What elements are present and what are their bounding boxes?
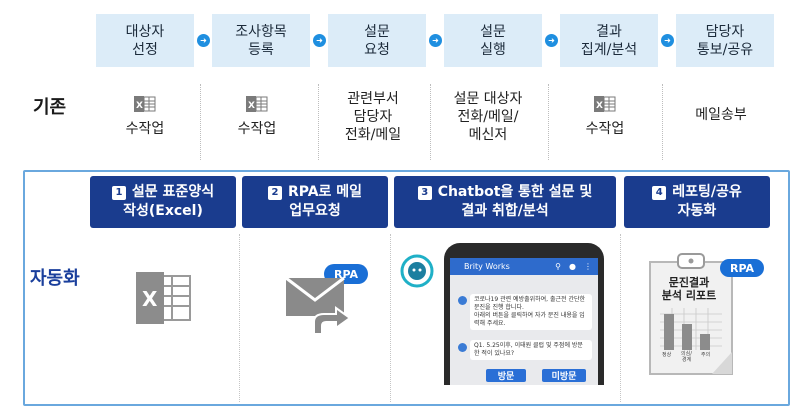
bar-label-caution: 주의 — [701, 352, 711, 358]
step-number: 3 — [417, 186, 432, 200]
divider — [662, 84, 663, 160]
legacy-cell-text: 수작업 — [237, 121, 277, 137]
legacy-cell-6: 메일송부 — [668, 86, 774, 158]
legacy-cell-1: X 수작업 — [96, 86, 194, 158]
app-bar: Brity Works ⚲ ● ⋮ — [450, 258, 598, 275]
arrow-right-icon: ➜ — [313, 34, 326, 47]
divider — [620, 234, 621, 402]
phone-screen: Brity Works ⚲ ● ⋮ 코로나19 관련 예방출위하여, 출근전 간… — [450, 258, 598, 385]
automation-header-2: 2 RPA로 메일 업무요청 — [242, 176, 388, 228]
divider — [430, 84, 431, 160]
step-label: 설문 요청 — [364, 23, 390, 58]
report-clipboard-icon — [649, 253, 733, 375]
arrow-right-icon: ➜ — [429, 34, 442, 47]
legacy-cell-4: 설문 대상자 전화/메일/ 메신저 — [434, 86, 542, 158]
bar-label-normal: 정상 — [662, 352, 672, 358]
svg-text:X: X — [596, 101, 603, 111]
arrow-right-icon: ➜ — [545, 34, 558, 47]
divider — [390, 234, 391, 402]
legacy-cell-3: 관련부서 담당자 전화/메일 — [324, 86, 422, 158]
step-number: 4 — [652, 186, 667, 200]
legacy-cell-text: 수작업 — [585, 121, 625, 137]
user-icon[interactable]: ● — [569, 262, 576, 271]
chat-message-intro: 코로나19 관련 예방출위하여, 출근전 간단한 문진을 진행 합니다. 아래의… — [470, 294, 592, 330]
step-notify-share: 담당자 통보/공유 — [676, 14, 774, 67]
mail-forward-icon — [285, 276, 352, 335]
app-title: Brity Works — [464, 262, 510, 271]
svg-text:X: X — [248, 101, 255, 111]
step-label: 설문 실행 — [480, 23, 506, 58]
excel-icon: X — [246, 96, 268, 112]
menu-icon[interactable]: ⋮ — [584, 262, 592, 271]
header-label: Chatbot을 통한 설문 및 결과 취합/분석 — [437, 184, 593, 219]
step-label: 조사항목 등록 — [235, 23, 287, 58]
step-survey-request: 설문 요청 — [328, 14, 426, 67]
arrow-right-icon: ➜ — [197, 34, 210, 47]
legacy-cell-2: X 수작업 — [208, 86, 306, 158]
legacy-cell-text: 설문 대상자 전화/메일/ 메신저 — [453, 91, 523, 143]
legacy-cell-text: 메일송부 — [695, 107, 747, 123]
excel-large-icon: X — [136, 272, 191, 324]
legacy-cell-5: X 수작업 — [556, 86, 654, 158]
arrow-right-icon: ➜ — [661, 34, 674, 47]
automation-header-4: 4 레포팅/공유 자동화 — [624, 176, 770, 228]
header-label: RPA로 메일 업무요청 — [287, 184, 363, 219]
step-label: 대상자 선정 — [125, 23, 165, 58]
visited-button[interactable]: 방문 — [486, 369, 526, 382]
not-visited-button[interactable]: 미방문 — [542, 369, 586, 382]
header-text: 2 RPA로 메일 업무요청 — [254, 183, 388, 221]
bot-avatar — [458, 343, 467, 352]
excel-icon: X — [134, 96, 156, 112]
svg-text:X: X — [136, 101, 143, 111]
automation-header-3: 3 Chatbot을 통한 설문 및 결과 취합/분석 — [394, 176, 616, 228]
chat-message-question: Q1. 5.25이후, 이태원 클럽 및 주점에 방문한 적이 있나요? — [470, 340, 592, 360]
divider — [318, 84, 319, 160]
divider — [239, 234, 240, 402]
step-number: 2 — [267, 186, 282, 200]
svg-text:X: X — [142, 287, 158, 311]
bot-avatar — [458, 296, 467, 305]
automation-panel — [23, 170, 790, 406]
step-number: 1 — [111, 186, 126, 200]
header-text: 3 Chatbot을 통한 설문 및 결과 취합/분석 — [406, 183, 616, 221]
step-result-analysis: 결과 집계/분석 — [560, 14, 658, 67]
step-survey-execution: 설문 실행 — [444, 14, 542, 67]
header-text: 4 레포팅/공유 자동화 — [636, 183, 770, 221]
legacy-cell-text: 관련부서 담당자 전화/메일 — [344, 91, 402, 143]
legacy-row-label: 기존 — [33, 97, 67, 118]
step-item-registration: 조사항목 등록 — [212, 14, 310, 67]
divider — [200, 84, 201, 160]
excel-icon: X — [594, 96, 616, 112]
search-icon[interactable]: ⚲ — [555, 262, 562, 271]
report-title: 문진결과 분석 리포트 — [661, 276, 717, 302]
automation-row-label: 자동화 — [30, 268, 80, 289]
chatbot-icon — [400, 254, 434, 288]
header-label: 레포팅/공유 자동화 — [672, 184, 742, 219]
step-target-selection: 대상자 선정 — [96, 14, 194, 67]
divider — [548, 84, 549, 160]
step-label: 담당자 통보/공유 — [696, 23, 754, 58]
bar-label-suspect: 의심/ 경계 — [681, 351, 692, 363]
legacy-cell-text: 수작업 — [125, 121, 165, 137]
step-label: 결과 집계/분석 — [580, 23, 638, 58]
header-label: 설문 표준양식 작성(Excel) — [123, 184, 215, 219]
rpa-badge: RPA — [720, 259, 764, 277]
